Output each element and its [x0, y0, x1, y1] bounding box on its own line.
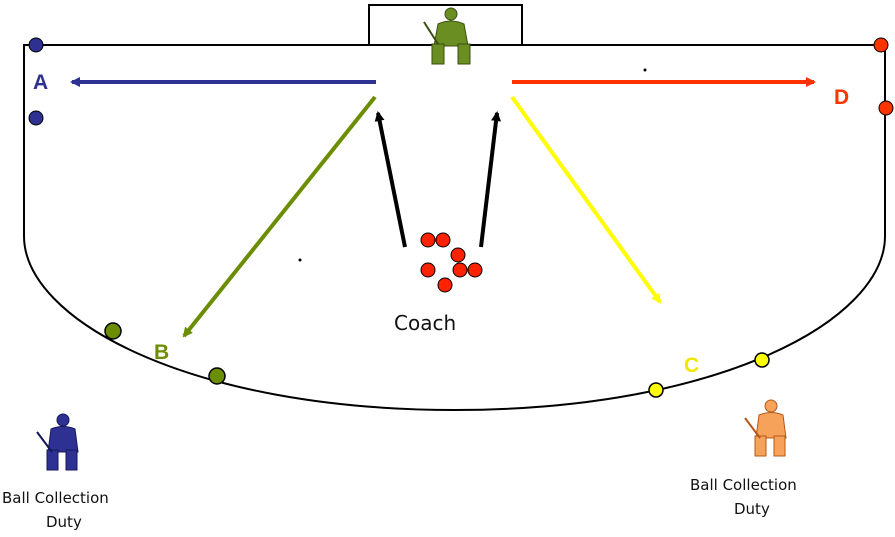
station-b-cone-2 [208, 367, 226, 385]
goal-frame [368, 4, 523, 45]
station-b-cone-1 [104, 322, 122, 340]
label-c: C [684, 354, 699, 377]
stray-dot [643, 68, 647, 72]
coach-arrow-left [374, 111, 407, 248]
coach-arrow-right [479, 111, 502, 248]
ball [437, 277, 453, 293]
ball-collection-right-line2: Duty [734, 500, 770, 518]
station-c-cone-1 [648, 382, 664, 398]
label-d: D [834, 86, 849, 109]
ball-collection-left-line2: Duty [46, 513, 82, 531]
ball [452, 262, 468, 278]
field-outline [23, 44, 886, 412]
ball [420, 262, 436, 278]
station-d-cone-1 [873, 37, 889, 53]
arrow-to-b [182, 95, 377, 338]
label-coach: Coach [394, 311, 456, 335]
station-a-cone-1 [28, 37, 44, 53]
goalkeeper-icon [423, 7, 471, 65]
ball-collector-icon [36, 413, 79, 471]
stray-dot [298, 258, 302, 262]
ball [450, 247, 466, 263]
ball [467, 262, 483, 278]
station-d-cone-2 [878, 100, 894, 116]
label-b: B [154, 341, 169, 364]
arrow-to-c [510, 95, 662, 304]
ball-pile [420, 232, 483, 293]
label-a: A [33, 71, 48, 94]
station-a-cone-2 [28, 110, 44, 126]
ball-collector-icon [744, 399, 787, 457]
ball-collection-left-line1: Ball Collection [2, 489, 109, 507]
ball-collection-right-line1: Ball Collection [690, 476, 797, 494]
ball [420, 232, 436, 248]
station-c-cone-2 [754, 352, 770, 368]
ball [435, 232, 451, 248]
